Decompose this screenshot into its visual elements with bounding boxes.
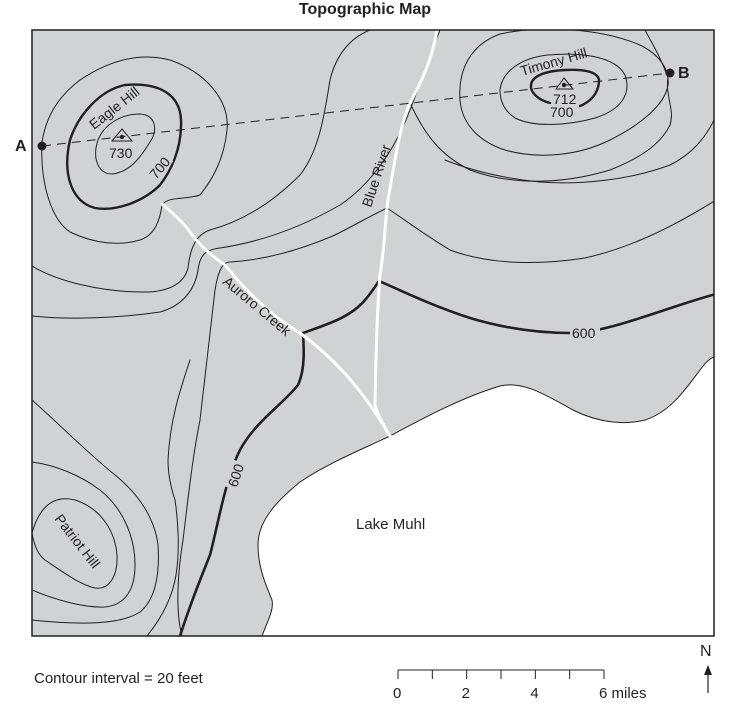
auroro-creek-stream[interactable] [160,202,392,438]
eagle-hill-summit-icon [110,128,134,142]
point-a-label: A [15,138,27,155]
scale-bar-label: 4 [530,685,539,702]
contour-eagle-730 [95,113,156,175]
point-b-label: B [678,65,690,82]
contour-620-west [177,207,388,636]
contour-patriot-3 [32,399,159,624]
point-a-marker[interactable] [37,141,47,151]
lake-muhl-shoreline [257,356,714,636]
contour-600-label-east: 600 [572,325,596,341]
map-title: Topographic Map [298,1,432,18]
contour-patriot-4 [146,359,191,636]
contour-eagle-660 [32,30,371,293]
contour-eagle-700 [66,83,183,210]
contour-patriot-inner [32,498,118,589]
contour-620-east [386,200,714,264]
tributary-stream[interactable] [373,403,392,438]
contour-eagle-680 [41,56,228,244]
contour-600-label-west: 600 [225,462,248,489]
lake-muhl-label: Lake Muhl [356,516,425,533]
contour-interval-note: Contour interval = 20 feet [34,670,203,687]
timony-hill-700-label: 700 [550,104,574,120]
timony-hill-elevation: 712 [553,91,577,107]
timony-hill-summit-icon [555,77,575,90]
eagle-hill-elevation: 730 [109,145,133,161]
north-label: N [700,643,712,660]
contour-timony-700 [529,68,601,108]
contour-timony-620 [444,118,714,184]
scale-bar-label: 6 miles [599,685,647,702]
north-arrow-icon [704,665,712,693]
contour-640 [32,30,441,319]
map-frame [31,29,715,637]
scale-bar-label: 0 [393,685,402,702]
scale-bar-label: 2 [461,685,470,702]
contour-timony-640 [409,30,672,182]
contour-patriot-2 [32,461,136,608]
blue-river-stream[interactable] [373,30,439,407]
scale-bar [397,669,605,679]
contour-timony-680 [499,53,628,125]
point-b-marker[interactable] [665,68,675,78]
